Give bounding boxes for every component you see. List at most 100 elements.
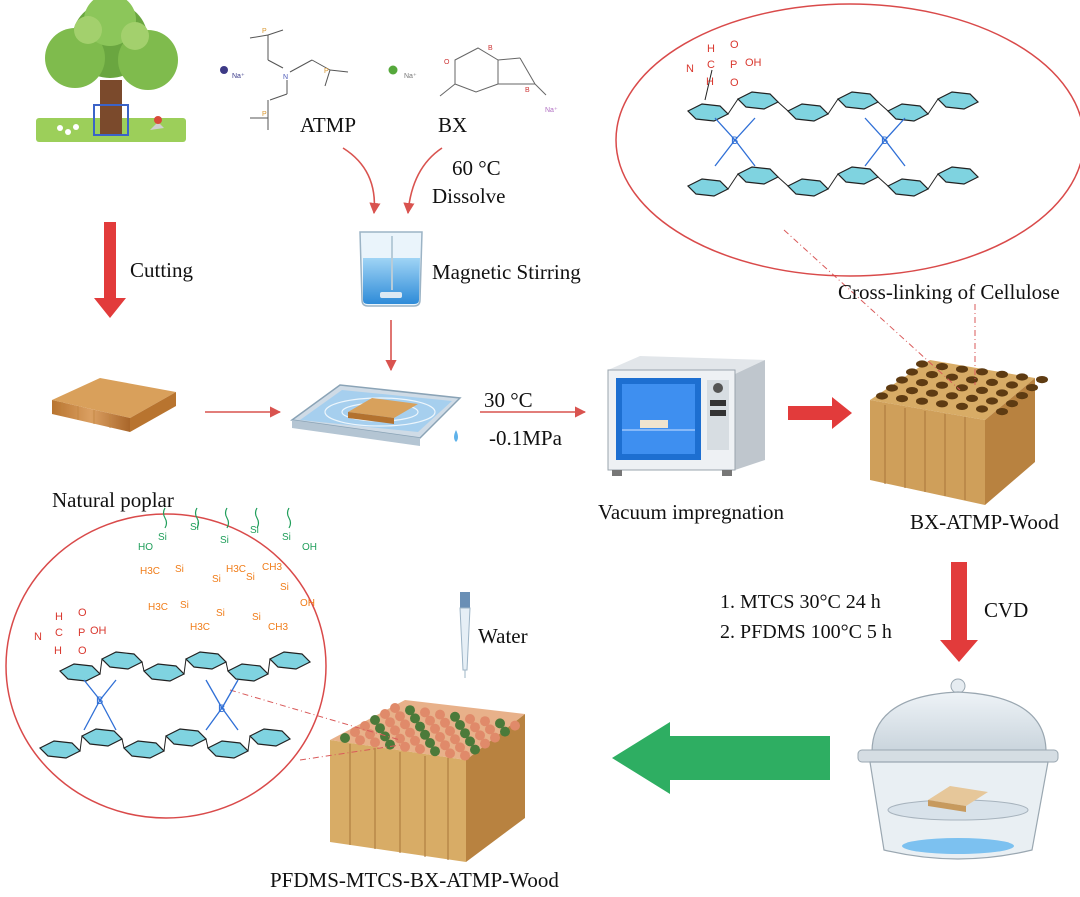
- bead: [390, 703, 400, 713]
- svg-text:H3C: H3C: [140, 566, 160, 577]
- svg-text:CH3: CH3: [262, 562, 282, 573]
- atmp-group-left: N C H H P OH O O: [34, 607, 107, 657]
- glycosidic-bond: [827, 98, 839, 115]
- svg-text:O: O: [730, 39, 739, 51]
- glucose-ring: [184, 651, 228, 670]
- bead: [420, 707, 430, 718]
- bead: [385, 739, 395, 750]
- borate-bond: [205, 679, 223, 709]
- bead: [490, 732, 500, 743]
- arrow-cvd: [940, 562, 978, 662]
- pore: [916, 397, 928, 405]
- pore: [996, 370, 1008, 378]
- atmp-dot: [220, 66, 228, 74]
- glucose-ring: [38, 740, 82, 759]
- bead: [470, 722, 480, 733]
- svg-text:Si: Si: [220, 535, 229, 546]
- bead: [400, 741, 410, 752]
- pore: [1006, 400, 1018, 408]
- svg-text:Si: Si: [158, 532, 167, 543]
- bead: [440, 740, 450, 751]
- glucose-ring: [736, 166, 780, 185]
- bead: [380, 731, 390, 742]
- dissolve-label: Dissolve: [432, 184, 506, 208]
- natural-poplar-label: Natural poplar: [52, 488, 174, 512]
- zoom-ellipse-coating: [5, 513, 327, 819]
- glucose-ring: [122, 740, 166, 759]
- bead: [465, 714, 475, 724]
- borate-bond: [884, 139, 906, 167]
- glycosidic-bond: [777, 101, 789, 112]
- impregnation-temp-label: 30 °C: [484, 388, 533, 412]
- svg-text:H3C: H3C: [148, 602, 168, 613]
- bead: [450, 734, 460, 745]
- bead: [455, 720, 465, 730]
- bead: [375, 723, 385, 734]
- glucose-ring: [936, 91, 980, 110]
- surface-anchor: [162, 507, 168, 529]
- bead: [460, 728, 470, 739]
- pore: [886, 384, 898, 392]
- borate-bond: [864, 117, 886, 141]
- bead: [385, 717, 395, 728]
- silane-network: HO Si Si Si Si Si OH Si H3C Si H3C Si CH…: [138, 522, 317, 633]
- glucose-ring: [164, 728, 208, 747]
- svg-text:OH: OH: [90, 625, 107, 637]
- water-pipette: [459, 592, 471, 678]
- water-label: Water: [478, 624, 528, 648]
- svg-text:H: H: [54, 645, 62, 657]
- svg-text:Na⁺: Na⁺: [232, 73, 245, 80]
- pore: [916, 379, 928, 387]
- pfdms-wood: [330, 700, 525, 862]
- pore: [926, 389, 938, 397]
- crosslinking-label: Cross-linking of Cellulose: [838, 280, 1060, 304]
- glycosidic-bond: [121, 738, 125, 749]
- chem-labels: Na⁺ Na⁺ Na⁺ O B B: [232, 45, 558, 114]
- surface-anchor: [194, 507, 200, 529]
- glycosidic-bond: [877, 176, 889, 187]
- arrow-oven-to-wood: [788, 397, 852, 429]
- bead: [415, 744, 425, 754]
- bead: [405, 727, 415, 738]
- arrow-cutting: [94, 222, 126, 318]
- glycosidic-bond: [727, 173, 739, 190]
- pore: [946, 392, 958, 400]
- bead: [405, 705, 415, 716]
- glycosidic-bond: [79, 735, 83, 752]
- bead: [410, 713, 420, 724]
- zoom-connectors: [229, 229, 976, 761]
- bead: [435, 732, 445, 742]
- pore: [976, 405, 988, 413]
- svg-text:Si: Si: [250, 525, 259, 536]
- svg-text:Si: Si: [282, 532, 291, 543]
- glucose-ring: [836, 166, 880, 185]
- bead: [415, 721, 425, 732]
- glucose-ring: [100, 651, 144, 670]
- bead: [475, 730, 485, 741]
- svg-text:OH: OH: [300, 598, 315, 609]
- pore: [976, 368, 988, 376]
- natural-poplar-block: [52, 378, 176, 432]
- vacuum-oven: [607, 356, 765, 476]
- cvd-step1-label: 1. MTCS 30°C 24 h: [720, 591, 881, 613]
- atmp-group-top: N C H H P OH O O: [686, 39, 762, 89]
- borate-bond: [734, 117, 756, 141]
- glucose-ring: [886, 178, 930, 197]
- bead: [435, 709, 445, 720]
- svg-text:Si: Si: [246, 572, 255, 583]
- bead: [395, 733, 405, 744]
- boron-atom: B: [731, 135, 738, 147]
- glucose-ring: [936, 166, 980, 185]
- thin-arrows: [205, 147, 587, 418]
- svg-text:Si: Si: [175, 564, 184, 575]
- borate-bond: [714, 117, 736, 141]
- bead: [350, 727, 360, 737]
- glucose-ring: [142, 663, 186, 682]
- svg-text:OH: OH: [302, 542, 317, 553]
- glycosidic-bond: [827, 173, 839, 190]
- svg-text:N: N: [34, 631, 42, 643]
- borate-bond: [83, 679, 101, 701]
- pore: [976, 386, 988, 394]
